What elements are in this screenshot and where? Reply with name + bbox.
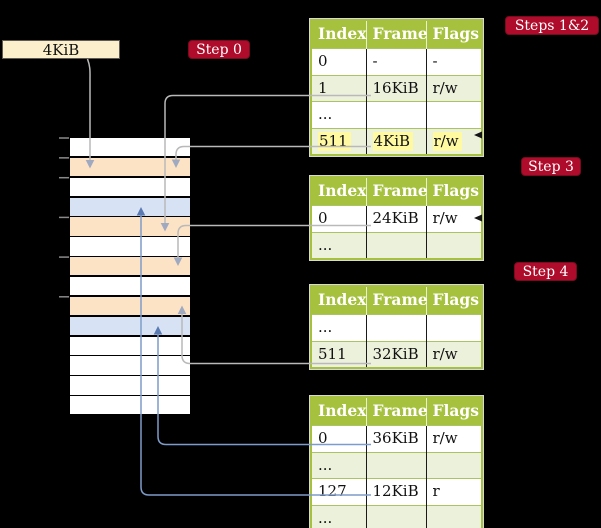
column-header-index: Index xyxy=(312,21,366,49)
table-cell xyxy=(365,451,426,479)
table-cell: r/w xyxy=(425,74,481,102)
table-cell xyxy=(365,101,426,128)
table-cell: r/w xyxy=(425,127,481,154)
table-cell: 127 xyxy=(312,478,366,505)
table-cell xyxy=(425,101,481,128)
table-cell: r xyxy=(425,478,481,505)
column-header-flags: Flags xyxy=(425,287,481,315)
table-cell xyxy=(425,504,481,528)
table-cell: 36KiB xyxy=(365,425,426,452)
column-header-flags: Flags xyxy=(425,178,481,206)
table-row: ... xyxy=(312,101,481,128)
table-cell: - xyxy=(365,48,426,75)
table-cell: 511 xyxy=(312,340,366,367)
table-cell: 1 xyxy=(312,74,366,102)
table-cell: ... xyxy=(312,101,366,128)
memory-frame-row xyxy=(70,197,190,216)
highlighted-value: 511 xyxy=(318,131,351,151)
table-cell xyxy=(425,314,481,341)
table-cell: ... xyxy=(312,231,366,258)
column-header-frame: Frame xyxy=(365,287,428,315)
column-header-flags: Flags xyxy=(425,398,481,426)
table-cell: 16KiB xyxy=(365,74,426,102)
memory-frame-row xyxy=(70,177,190,197)
table-cell xyxy=(365,504,426,528)
table-cell: 24KiB xyxy=(365,205,426,232)
memory-frame-row xyxy=(70,138,190,157)
table-row: ... xyxy=(312,451,481,479)
table-row: 511 4KiB r/w xyxy=(312,127,481,154)
table-cell: 4KiB xyxy=(365,127,426,154)
highlighted-value: 4KiB xyxy=(372,131,414,151)
table-cell: 0 xyxy=(312,48,366,75)
table-row: ... xyxy=(312,314,481,341)
memory-frame-row xyxy=(70,336,190,355)
table-row: 0-- xyxy=(312,48,481,75)
memory-frame-row xyxy=(70,296,190,316)
badge-step-0: Step 0 xyxy=(188,40,250,59)
table-cell xyxy=(425,231,481,258)
column-header-frame: Frame xyxy=(365,178,428,206)
column-header-index: Index xyxy=(312,398,366,426)
table-cell: 0 xyxy=(312,425,366,452)
memory-frame-row xyxy=(70,276,190,296)
table-cell: - xyxy=(425,48,481,75)
highlighted-value: r/w xyxy=(432,131,462,151)
memory-frame-row xyxy=(70,217,190,236)
table-row: ... xyxy=(312,504,481,528)
frame-4kib-label-text: 4KiB xyxy=(42,40,80,59)
table-cell xyxy=(365,314,426,341)
table-cell: 32KiB xyxy=(365,340,426,367)
table-cell: r/w xyxy=(425,205,481,232)
table-cell: ... xyxy=(312,451,366,479)
badge-step-3: Step 3 xyxy=(521,157,581,176)
column-header-frame: Frame xyxy=(365,21,428,49)
table-cell: 511 xyxy=(312,127,366,154)
memory-frame-row xyxy=(70,257,190,276)
column-header-flags: Flags xyxy=(425,21,481,49)
memory-frame-row xyxy=(70,237,190,256)
memory-frame-row xyxy=(70,316,190,336)
column-header-frame: Frame xyxy=(365,398,428,426)
memory-frame-row xyxy=(70,356,190,375)
memory-frame-row xyxy=(70,376,190,395)
badge-steps-1-2: Steps 1&2 xyxy=(505,16,599,35)
memory-address-ticks xyxy=(59,137,69,298)
column-header-index: Index xyxy=(312,178,366,206)
frame-4kib-label: 4KiB xyxy=(2,40,120,59)
table-cell: 0 xyxy=(312,205,366,232)
table-row: ... xyxy=(312,231,481,258)
memory-frame-row xyxy=(70,157,190,177)
table-cell: ... xyxy=(312,314,366,341)
badge-step-4: Step 4 xyxy=(514,262,577,281)
table-cell xyxy=(425,451,481,479)
table-cell xyxy=(365,231,426,258)
table-cell: 12KiB xyxy=(365,478,426,505)
column-header-index: Index xyxy=(312,287,366,315)
table-cell: ... xyxy=(312,504,366,528)
memory-frame-row xyxy=(70,396,190,415)
table-cell: r/w xyxy=(425,340,481,367)
table-cell: r/w xyxy=(425,425,481,452)
